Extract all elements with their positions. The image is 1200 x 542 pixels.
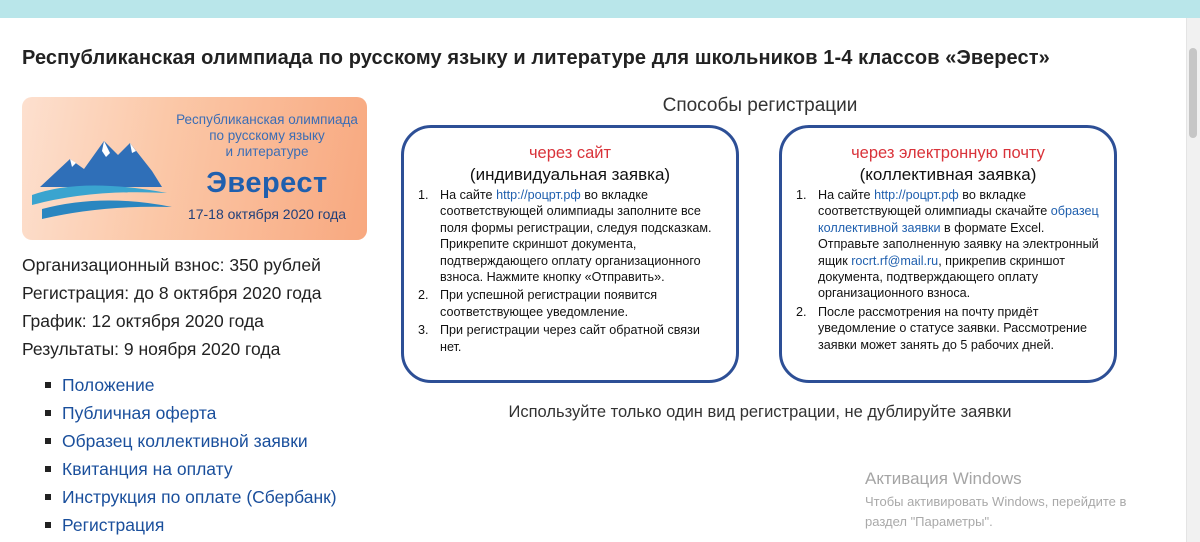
banner-line-1: Республиканская олимпиада	[176, 112, 358, 127]
application-sample-link[interactable]: образец коллективной заявки	[818, 204, 1099, 235]
link-public-offer[interactable]: Публичная оферта	[62, 403, 217, 423]
list-item: 1. На сайте http://роцрт.рф во вкладке с…	[418, 187, 723, 285]
step-text: После рассмотрения на почту придёт уведо…	[818, 304, 1088, 352]
step-text: На сайте	[440, 188, 497, 202]
registration-note: Используйте только один вид регистрации,…	[508, 403, 1012, 421]
banner-olympiad-name: Эверест	[206, 167, 328, 199]
bullet-icon	[45, 466, 51, 472]
everest-banner: Республиканская олимпиада по русскому яз…	[22, 97, 367, 240]
card-heading: через сайт	[528, 144, 612, 162]
step-text: во вкладке соответствующей олимпиады зап…	[440, 188, 712, 285]
list-item: 3. При регистрации через сайт обратной с…	[418, 322, 723, 355]
banner-dates: 17-18 октября 2020 года	[187, 206, 347, 222]
bullet-icon	[45, 522, 51, 528]
link-registration[interactable]: Регистрация	[62, 515, 165, 535]
windows-activation-text: Чтобы активировать Windows, перейдите в	[865, 494, 1127, 509]
top-strip	[0, 0, 1200, 18]
banner-line-3: и литературе	[225, 144, 309, 159]
bullet-icon	[45, 438, 51, 444]
site-steps-list: 1. На сайте http://роцрт.рф во вкладке с…	[418, 187, 723, 357]
schedule-text: График: 12 октября 2020 года	[22, 311, 264, 331]
step-text: При успешной регистрации появится соотве…	[440, 288, 658, 319]
windows-activation-title: Активация Windows	[865, 469, 1022, 488]
bullet-icon	[45, 382, 51, 388]
fee-text: Организационный взнос: 350 рублей	[22, 255, 321, 275]
list-item: 2. При успешной регистрации появится соо…	[418, 287, 723, 320]
step-number: 1.	[418, 188, 429, 202]
step-number: 3.	[418, 323, 429, 338]
bullet-icon	[45, 494, 51, 500]
step-text: При регистрации через сайт обратной связ…	[440, 323, 700, 354]
vertical-scrollbar[interactable]	[1186, 18, 1200, 542]
card-heading: через электронную почту	[851, 144, 1045, 162]
registration-deadline-text: Регистрация: до 8 октября 2020 года	[22, 283, 322, 303]
email-steps-list: 1. На сайте http://роцрт.рф во вкладке с…	[796, 187, 1101, 355]
registration-via-email-card: через электронную почту (коллективная за…	[779, 125, 1117, 383]
step-text: в формате Excel. Отправьте заполненную з…	[818, 220, 1099, 268]
link-payment-receipt[interactable]: Квитанция на оплату	[62, 459, 233, 479]
link-collective-application-sample[interactable]: Образец коллективной заявки	[62, 431, 308, 451]
registration-methods-heading: Способы регистрации	[662, 95, 858, 116]
step-text: во вкладке соответствующей олимпиады ска…	[818, 188, 1051, 219]
results-text: Результаты: 9 ноября 2020 года	[22, 339, 281, 359]
site-url-link[interactable]: http://роцрт.рф	[874, 188, 959, 202]
list-item: 1. На сайте http://роцрт.рф во вкладке с…	[796, 187, 1101, 302]
registration-via-site-card: через сайт (индивидуальная заявка) 1. На…	[401, 125, 739, 383]
step-number: 1.	[796, 188, 807, 202]
mountain-logo-icon	[32, 141, 172, 219]
step-number: 2.	[418, 288, 429, 303]
step-number: 2.	[796, 304, 807, 319]
bullet-icon	[45, 410, 51, 416]
windows-activation-text: раздел "Параметры".	[865, 514, 993, 529]
step-text: На сайте	[818, 188, 875, 202]
list-item: 2. После рассмотрения на почту придёт ув…	[796, 304, 1101, 353]
email-address-link[interactable]: rocrt.rf@mail.ru	[851, 253, 939, 268]
link-regulations[interactable]: Положение	[62, 375, 155, 395]
site-url-link[interactable]: http://роцрт.рф	[496, 188, 581, 202]
scrollbar-thumb[interactable]	[1189, 48, 1197, 138]
step-text: , прикрепив скриншот документа, подтверж…	[818, 253, 1066, 301]
banner-line-2: по русскому языку	[209, 128, 325, 143]
card-subheading: (коллективная заявка)	[859, 165, 1037, 184]
card-subheading: (индивидуальная заявка)	[469, 165, 671, 184]
page-title: Республиканская олимпиада по русскому яз…	[22, 47, 1050, 69]
link-payment-instructions[interactable]: Инструкция по оплате (Сбербанк)	[62, 487, 337, 507]
